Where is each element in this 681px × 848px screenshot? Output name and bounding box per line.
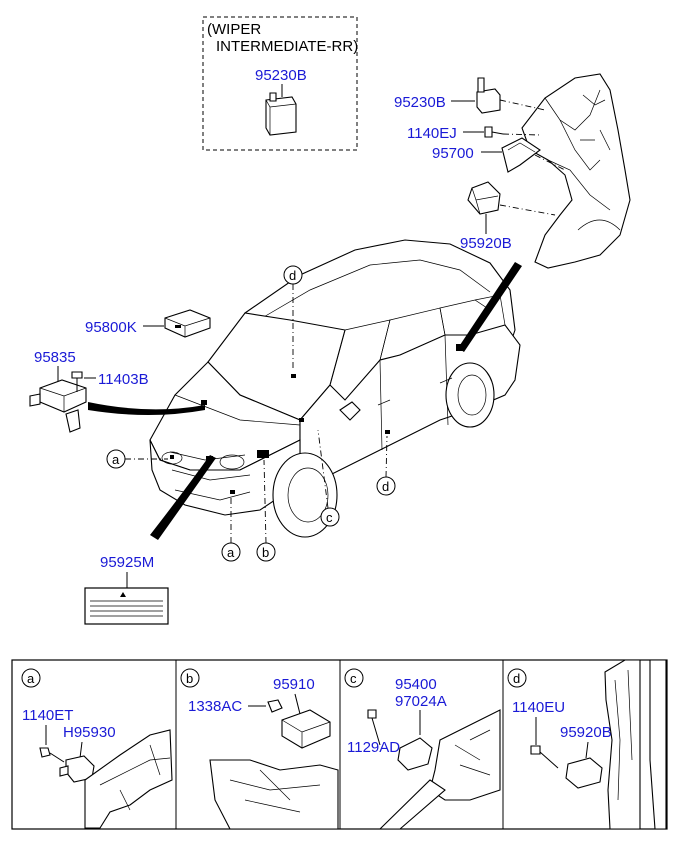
label-11403B: 11403B (98, 371, 149, 388)
label-95835: 95835 (34, 349, 76, 366)
label-1140EJ: 1140EJ (407, 125, 457, 142)
label-97024A: 97024A (395, 693, 447, 710)
label-95230B: 95230B (394, 94, 446, 111)
svg-text:a: a (27, 671, 35, 686)
label-1140ET: 1140ET (22, 707, 73, 724)
label-95925M: 95925M (100, 554, 154, 571)
label-1338AC: 1338AC (188, 698, 242, 715)
label-95910: 95910 (273, 676, 315, 693)
pointer-arrow-95925M (150, 455, 216, 540)
label-95700: 95700 (432, 145, 474, 162)
svg-text:c: c (350, 671, 357, 686)
panel-c: c 95400 97024A 1129AD (344, 668, 501, 830)
label-1140EU: 1140EU (512, 699, 565, 716)
panel-b: b 1338AC 95910 (180, 668, 339, 830)
inset-box (202, 16, 358, 151)
sensor-icon-rear (467, 181, 501, 215)
panel-a: a 1140ET H95930 (21, 668, 173, 829)
relay-icon (265, 92, 297, 136)
rear-body-panel (521, 73, 631, 269)
relay-icon-rear (476, 77, 501, 114)
svg-text:d: d (382, 479, 389, 494)
label-95400: 95400 (395, 676, 437, 693)
svg-text:a: a (112, 452, 120, 467)
module-icon-95700 (501, 137, 541, 173)
bolt-icon-11403B (71, 371, 83, 392)
label-H95930: H95930 (63, 724, 116, 741)
pointer-arrow-95920B (458, 262, 522, 352)
module-icon-95800K (164, 309, 211, 338)
inset-part-label: 95230B (255, 67, 307, 84)
svg-text:b: b (186, 671, 193, 686)
sensor-icon-95835 (29, 379, 87, 433)
svg-text:a: a (227, 545, 235, 560)
label-card-95925M (84, 587, 169, 625)
label-95920B-detail: 95920B (560, 724, 612, 741)
inset-title-line2: INTERMEDIATE-RR) (216, 38, 358, 55)
vehicle-outline (149, 239, 521, 538)
label-1129AD: 1129AD (347, 739, 400, 756)
label-95800K: 95800K (85, 319, 137, 336)
svg-text:d: d (289, 268, 296, 283)
svg-text:d: d (513, 671, 520, 686)
callout-c (320, 507, 340, 527)
pointer-arrow-95835 (88, 402, 205, 415)
svg-text:c: c (326, 510, 333, 525)
svg-text:b: b (262, 545, 269, 560)
panel-d: d 1140EU 95920B (507, 659, 667, 830)
bolt-icon-1140EJ (484, 126, 504, 138)
inset-title-line1: (WIPER (207, 21, 261, 38)
label-95920B: 95920B (460, 235, 512, 252)
